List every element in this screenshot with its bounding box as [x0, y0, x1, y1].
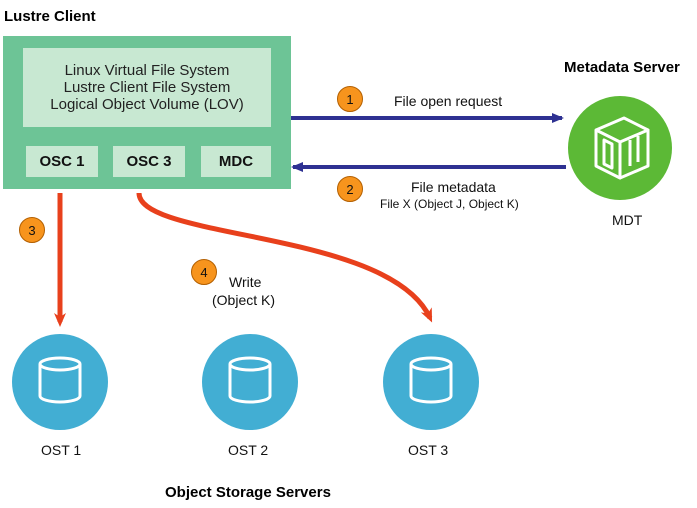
ost-1-node	[12, 334, 108, 430]
step-4-badge: 4	[191, 259, 217, 285]
step-3-badge: 3	[19, 217, 45, 243]
ost-2-node	[202, 334, 298, 430]
ost-1-label: OST 1	[41, 442, 82, 458]
ost-2-label: OST 2	[228, 442, 269, 458]
client-stack-line-lov: Logical Object Volume (LOV)	[50, 96, 244, 113]
client-stack-line-lcfs: Lustre Client File System	[63, 79, 231, 96]
mdt-label: MDT	[612, 212, 643, 228]
module-osc1: OSC 1	[26, 146, 98, 177]
client-stack-box: Linux Virtual File System Lustre Client …	[23, 48, 271, 127]
module-mdc: MDC	[201, 146, 271, 177]
storage-drum-icon	[38, 356, 82, 404]
storage-drum-icon	[409, 356, 453, 404]
metadata-server-title: Metadata Server	[564, 59, 680, 76]
oss-title: Object Storage Servers	[165, 484, 331, 501]
ost-3-node	[383, 334, 479, 430]
client-stack-line-vfs: Linux Virtual File System	[64, 62, 230, 79]
module-osc3: OSC 3	[113, 146, 185, 177]
step-1-badge: 1	[337, 86, 363, 112]
step-2-label: File metadata	[411, 179, 496, 195]
step-2-badge: 2	[337, 176, 363, 202]
storage-drum-icon	[228, 356, 272, 404]
step-4-label-line2: (Object K)	[212, 292, 276, 308]
step-4-label-line1: Write	[229, 274, 262, 290]
lustre-client-title: Lustre Client	[4, 8, 96, 25]
ost-3-label: OST 3	[408, 442, 449, 458]
arrow-write-to-ost3	[136, 192, 433, 323]
step-1-label: File open request	[394, 93, 503, 109]
step-2-detail: File X (Object J, Object K)	[380, 197, 519, 211]
server-cube-icon	[594, 116, 650, 180]
mdt-node	[568, 96, 672, 200]
